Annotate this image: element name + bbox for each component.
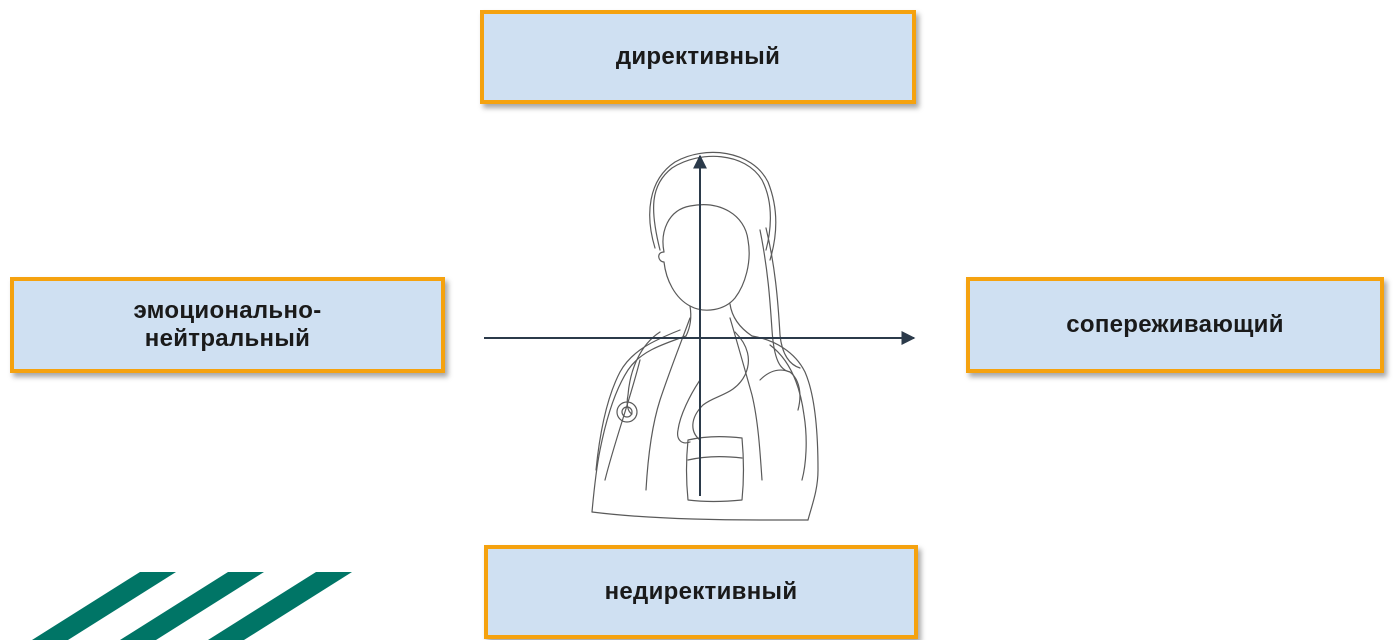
stripe-2 xyxy=(120,572,264,640)
label-empathetic: сопереживающий xyxy=(1066,311,1284,338)
label-emotionally-neutral: эмоционально- нейтральный xyxy=(133,297,322,352)
label-non-directive: недирективный xyxy=(604,578,798,605)
label-box-directive: директивный xyxy=(480,10,916,104)
label-box-emotionally-neutral: эмоционально- нейтральный xyxy=(10,277,445,373)
stripe-1 xyxy=(32,572,176,640)
label-directive: директивный xyxy=(615,43,781,70)
stripe-3 xyxy=(208,572,352,640)
label-box-non-directive: недирективный xyxy=(484,545,918,639)
label-box-empathetic: сопереживающий xyxy=(966,277,1384,373)
